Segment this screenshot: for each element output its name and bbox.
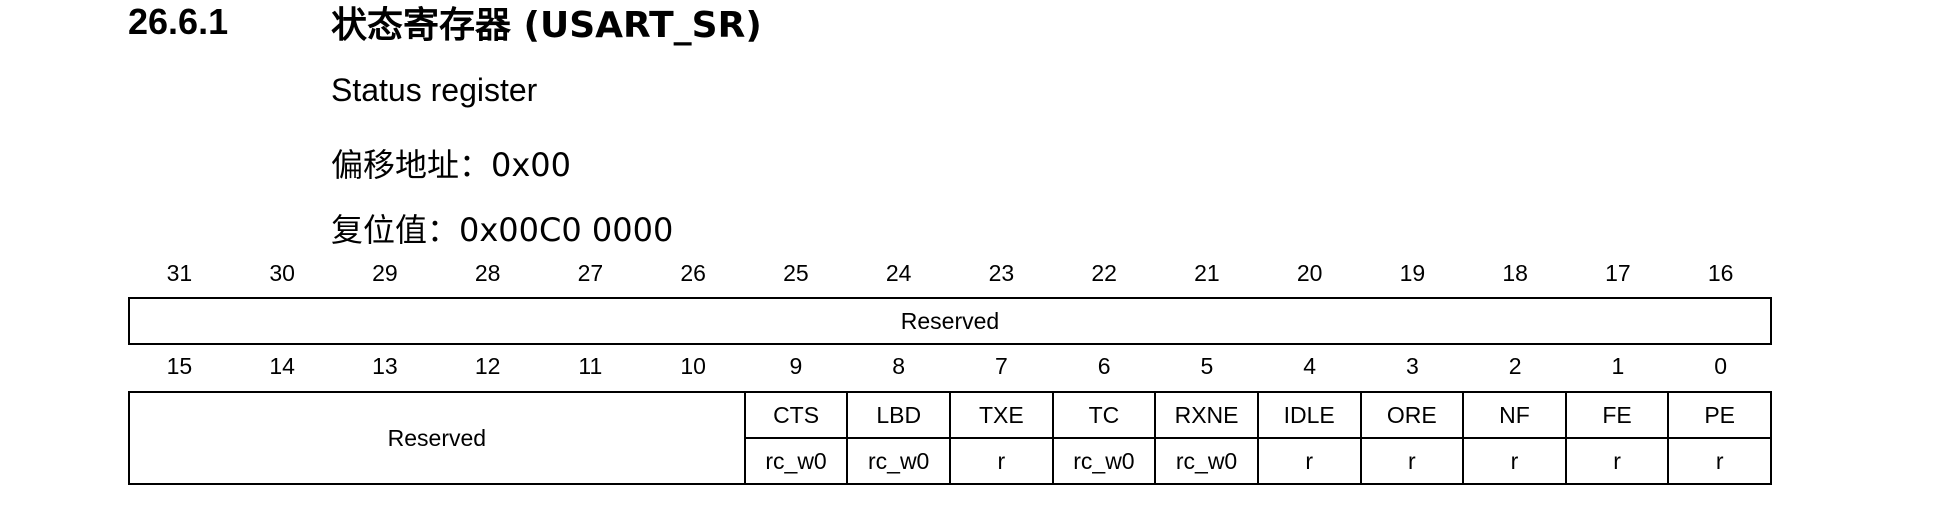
bit-number: 30 bbox=[269, 260, 295, 286]
table-row: Reserved bbox=[128, 297, 1772, 345]
bit-number: 22 bbox=[1091, 260, 1117, 286]
field-name: TXE bbox=[949, 391, 1054, 439]
bit-number: 0 bbox=[1714, 353, 1728, 379]
field-access: r bbox=[1667, 437, 1772, 485]
bit-number: 1 bbox=[1611, 353, 1625, 379]
field-access: rc_w0 bbox=[1154, 437, 1259, 485]
table-row: Reserved CTS LBD TXE TC RXNE IDLE ORE NF… bbox=[128, 391, 1772, 485]
bit-number: 27 bbox=[577, 260, 604, 286]
field-name: NF bbox=[1462, 391, 1567, 439]
bit-number: 3 bbox=[1405, 353, 1419, 379]
field-access: r bbox=[1256, 437, 1362, 485]
bit-number: 23 bbox=[988, 260, 1015, 286]
bit-number: 14 bbox=[269, 353, 295, 379]
table-row: rc_w0 rc_w0 r rc_w0 rc_w0 r r r r r bbox=[129, 437, 1772, 485]
field-name: ORE bbox=[1359, 391, 1465, 439]
section-heading: 26.6.1 状态寄存器 (USART_SR) bbox=[128, 0, 762, 46]
bit-numbers-high: 31 30 29 28 27 26 25 24 23 22 21 20 19 1… bbox=[128, 260, 1772, 287]
bit-number: 5 bbox=[1200, 353, 1214, 379]
field-access: r bbox=[1462, 437, 1567, 485]
field-name: CTS bbox=[743, 391, 849, 439]
bit-number: 18 bbox=[1502, 260, 1528, 286]
field-name: FE bbox=[1564, 391, 1670, 439]
bit-number: 17 bbox=[1605, 260, 1631, 286]
register-subtitle: Status register bbox=[331, 72, 538, 108]
bit-number: 25 bbox=[783, 260, 809, 286]
bit-number: 11 bbox=[578, 353, 603, 379]
register-lower-table: Reserved CTS LBD TXE TC RXNE IDLE ORE NF… bbox=[128, 391, 1772, 485]
lower-reserved-field: Reserved bbox=[128, 391, 746, 485]
bit-number: 15 bbox=[166, 353, 193, 379]
bit-number: 4 bbox=[1303, 353, 1317, 379]
section-title: 状态寄存器 (USART_SR) bbox=[331, 5, 762, 46]
bit-number: 8 bbox=[892, 353, 906, 379]
field-name: IDLE bbox=[1256, 391, 1362, 439]
field-name: RXNE bbox=[1154, 391, 1259, 439]
field-name: PE bbox=[1667, 391, 1772, 439]
bit-number: 31 bbox=[166, 260, 193, 286]
bit-number: 2 bbox=[1508, 353, 1522, 379]
upper-reserved-field: Reserved bbox=[128, 297, 1772, 345]
field-access: r bbox=[949, 437, 1054, 485]
bit-number: 21 bbox=[1194, 260, 1220, 286]
register-upper-table: Reserved bbox=[128, 297, 1772, 345]
bit-number: 9 bbox=[789, 353, 803, 379]
bit-number: 19 bbox=[1399, 260, 1426, 286]
field-name: LBD bbox=[846, 391, 951, 439]
bit-number: 24 bbox=[885, 260, 912, 286]
bit-number: 28 bbox=[474, 260, 501, 286]
reset-value: 复位值：0x00C0 0000 bbox=[331, 211, 674, 249]
bit-number: 16 bbox=[1707, 260, 1734, 286]
field-access: rc_w0 bbox=[846, 437, 951, 485]
section-number: 26.6.1 bbox=[128, 1, 229, 42]
bit-number: 12 bbox=[474, 353, 501, 379]
bit-number: 26 bbox=[680, 260, 706, 286]
bit-numbers-low: 15 14 13 12 11 10 9 8 7 6 5 4 3 2 1 0 bbox=[128, 353, 1772, 380]
bit-number: 6 bbox=[1097, 353, 1111, 379]
bit-number: 29 bbox=[372, 260, 398, 286]
field-name: TC bbox=[1051, 391, 1157, 439]
field-access: r bbox=[1564, 437, 1670, 485]
field-access: rc_w0 bbox=[1051, 437, 1157, 485]
field-access: rc_w0 bbox=[743, 437, 849, 485]
bit-number: 20 bbox=[1296, 260, 1323, 286]
offset-address: 偏移地址：0x00 bbox=[331, 146, 572, 184]
bit-number: 10 bbox=[680, 353, 706, 379]
bit-number: 13 bbox=[372, 353, 398, 379]
bit-number: 7 bbox=[994, 353, 1008, 379]
field-access: r bbox=[1359, 437, 1465, 485]
